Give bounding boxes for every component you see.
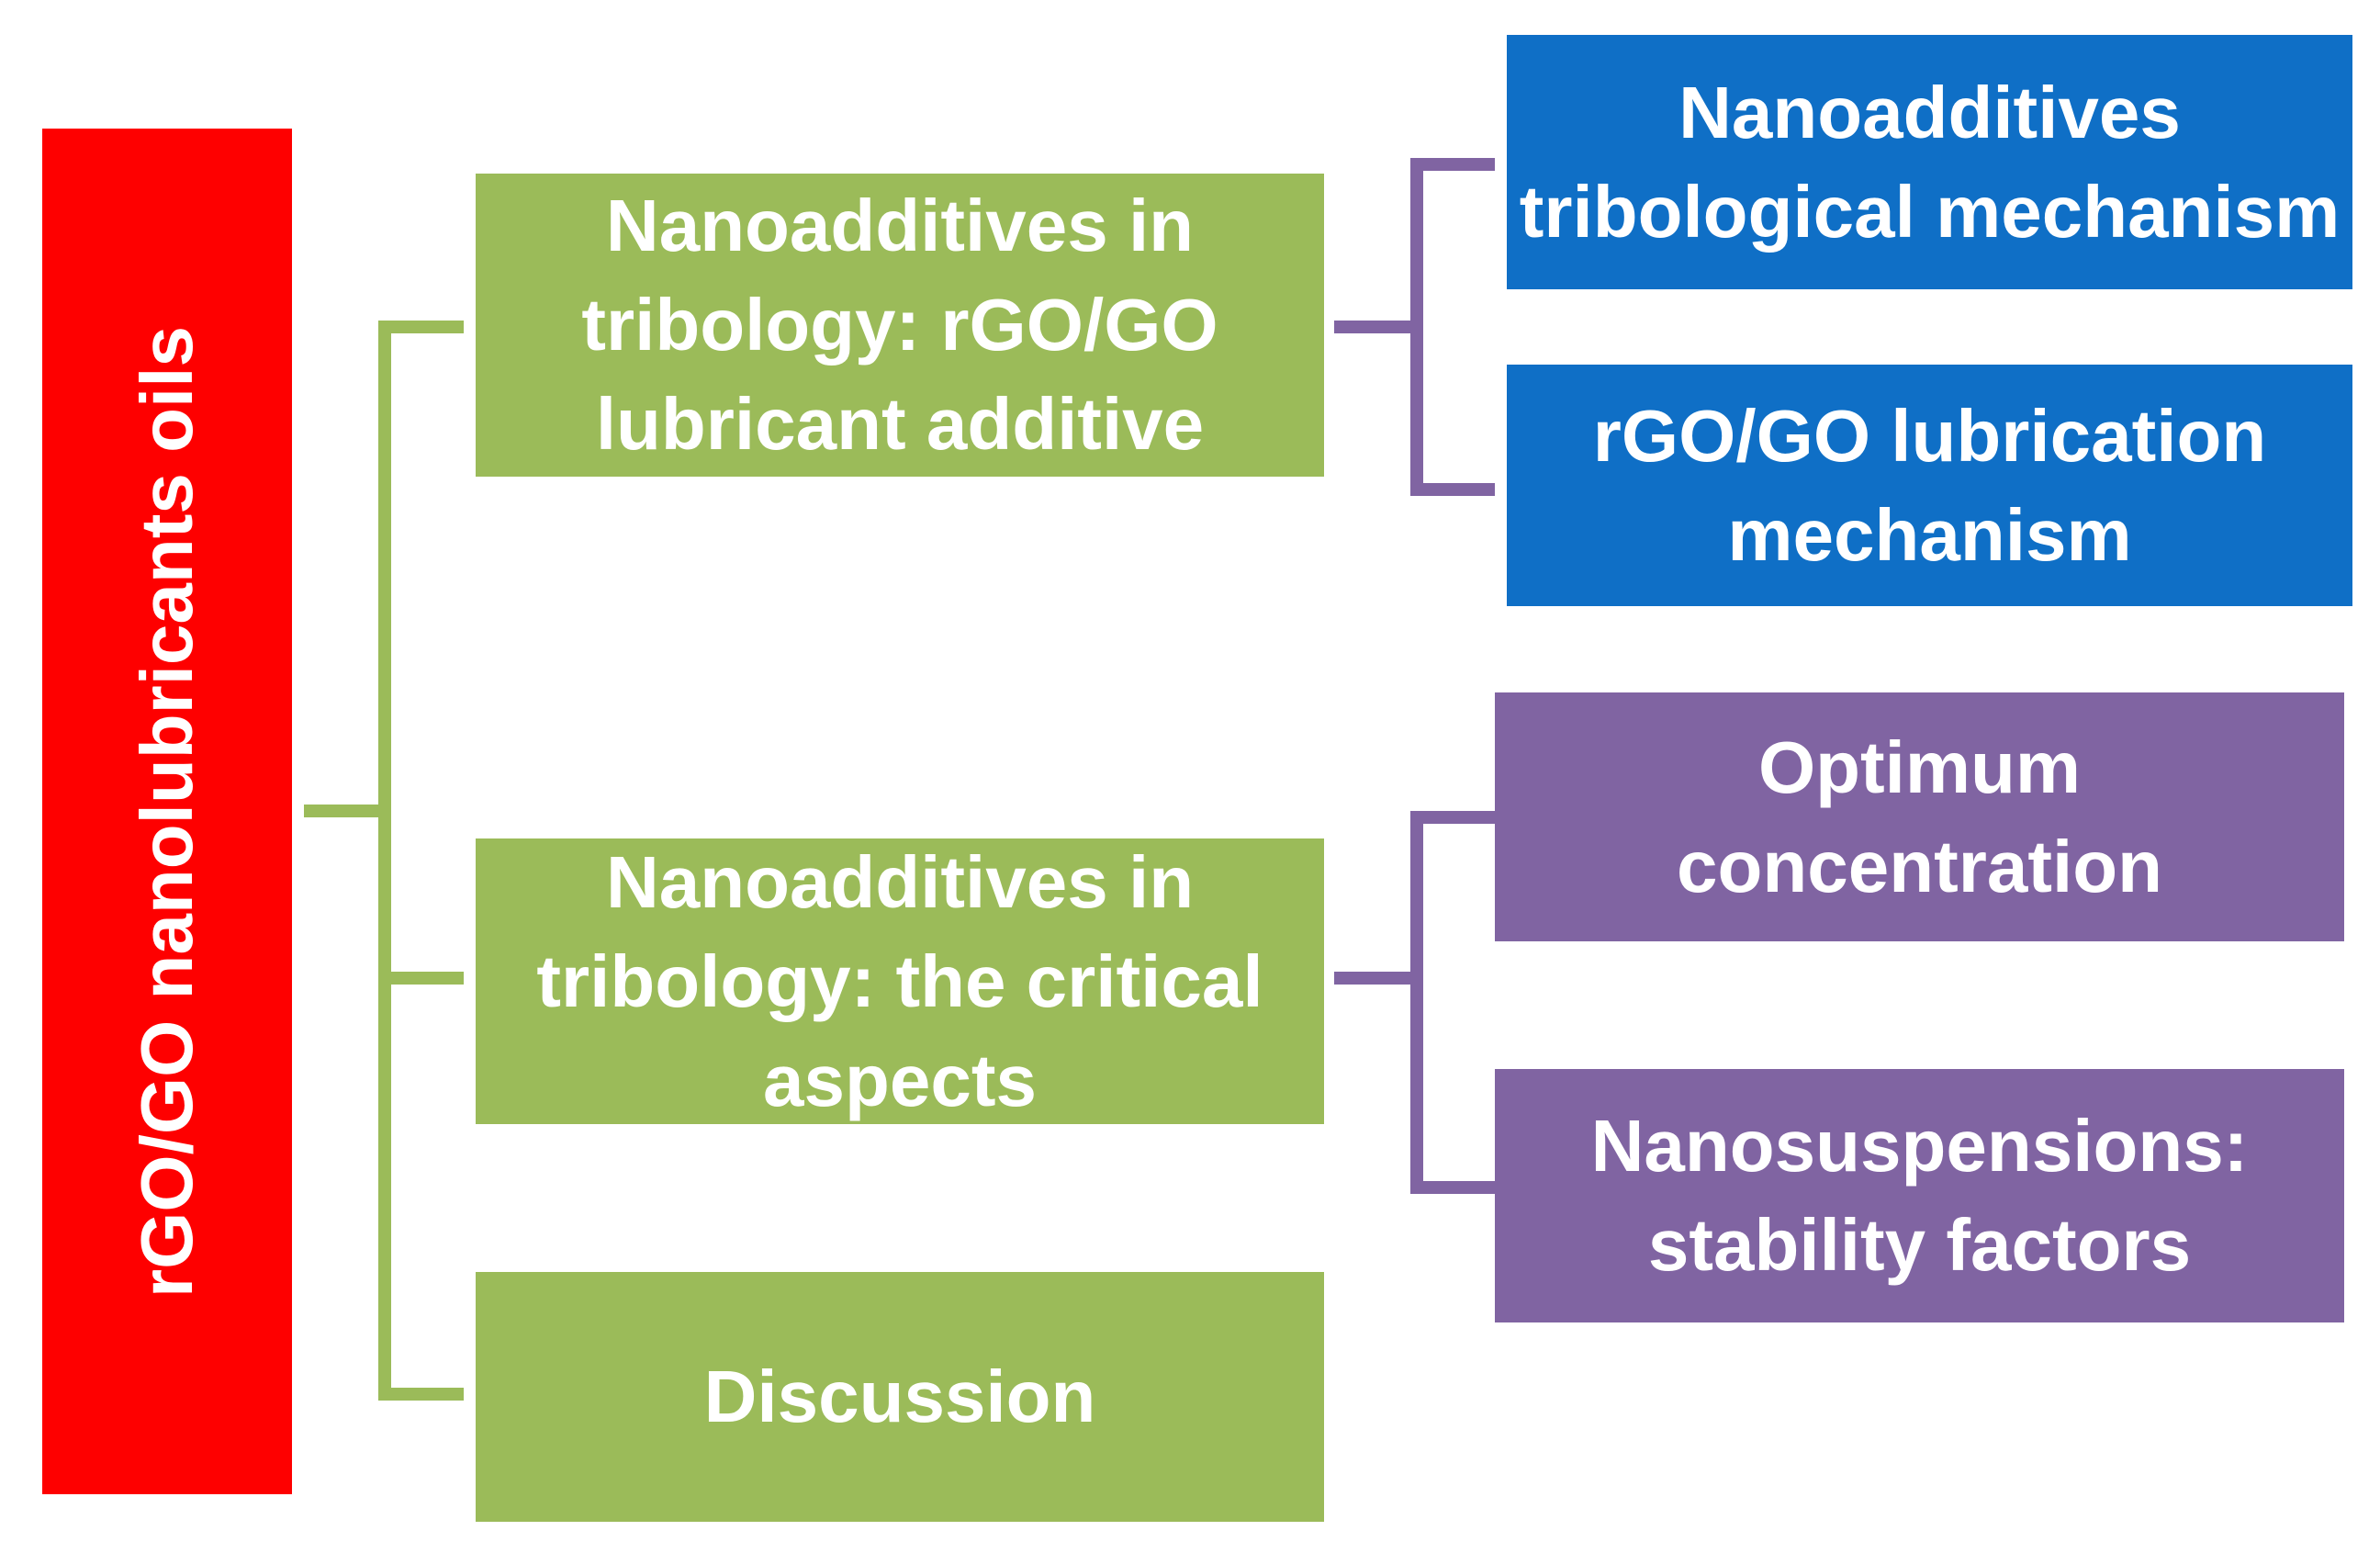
node-nanosuspensions-stability-factors: Nanosuspensions: stability factors <box>1495 1069 2344 1322</box>
connector-branch1-stub <box>378 321 464 333</box>
node-tribology-critical-aspects: Nanoadditives in tribology: the critical… <box>476 838 1324 1124</box>
blue1-label: Nanoadditives tribological mechanism <box>1519 71 2341 253</box>
connector-green-trunk <box>378 321 391 1401</box>
branch3-label: Discussion <box>703 1356 1096 1437</box>
root-label: rGO/GO nanolubricants oils <box>126 325 208 1298</box>
branch1-label: Nanoadditives in tribology: rGO/GO lubri… <box>581 185 1218 465</box>
connector-purple-trunk-upper <box>1410 158 1423 496</box>
branch2-label: Nanoadditives in tribology: the critical… <box>536 840 1263 1121</box>
connector-branch3-stub <box>378 1388 464 1401</box>
connector-purple2-stub <box>1410 1181 1495 1194</box>
connector-purple-trunk-lower <box>1410 811 1423 1194</box>
node-discussion: Discussion <box>476 1272 1324 1522</box>
connector-branch2-out-stub <box>1334 972 1419 985</box>
blue2-label: rGO/GO lubrication mechanism <box>1592 394 2267 576</box>
connector-purple1-stub <box>1410 811 1495 824</box>
purple1-label: Optimum concentration <box>1677 726 2162 907</box>
connector-branch1-out-stub <box>1334 321 1419 333</box>
purple2-label: Nanosuspensions: stability factors <box>1590 1105 2249 1286</box>
node-nanoadditives-tribological-mechanism: Nanoadditives tribological mechanism <box>1507 35 2352 289</box>
connector-blue2-stub <box>1410 483 1495 496</box>
connector-root-stub <box>304 805 390 817</box>
node-tribology-lubricant-additive: Nanoadditives in tribology: rGO/GO lubri… <box>476 174 1324 477</box>
connector-blue1-stub <box>1410 158 1495 171</box>
node-root-nanolubricants-oils: rGO/GO nanolubricants oils <box>42 129 292 1494</box>
node-rgo-go-lubrication-mechanism: rGO/GO lubrication mechanism <box>1507 365 2352 606</box>
node-optimum-concentration: Optimum concentration <box>1495 692 2344 941</box>
connector-branch2-stub <box>378 972 464 985</box>
